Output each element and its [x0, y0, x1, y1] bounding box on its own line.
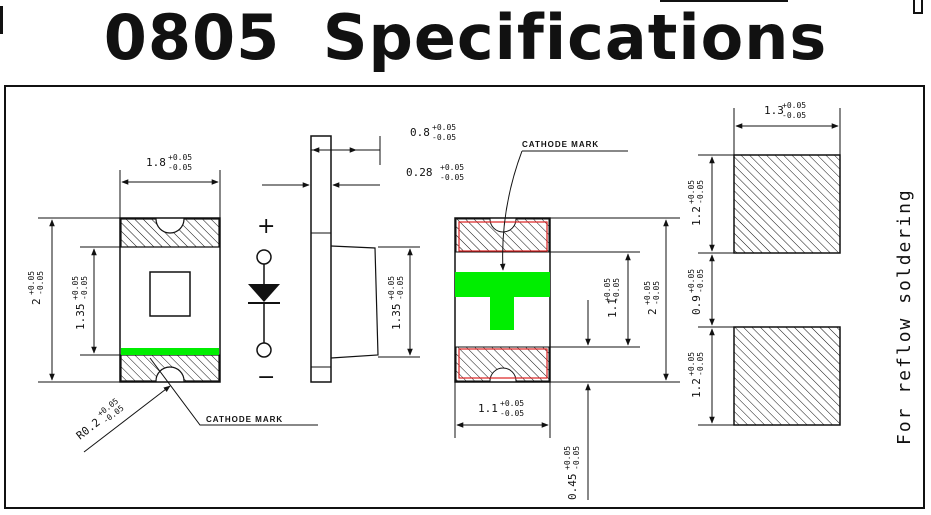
top-width-tol-minus: -0.05	[168, 163, 192, 172]
cathode-mark-bar	[121, 348, 219, 355]
cathode-leader-left	[149, 357, 318, 426]
side-view: 0.8 +0.05 -0.05 0.28 +0.05 -0.05 1.35 +0…	[262, 123, 464, 383]
bottom-length-label: 2	[646, 308, 659, 315]
die-square	[149, 271, 191, 317]
pad-outline-bottom	[458, 348, 548, 379]
pad-top-height-label: 1.2	[690, 206, 703, 226]
page-title: 0805 Specifications	[103, 1, 828, 74]
reflow-note: For reflow soldering	[894, 188, 915, 445]
pad-gap-tol-plus: +0.05	[687, 269, 696, 293]
bottom-inner-tol-minus: -0.05	[612, 278, 621, 302]
bottom-terminal	[120, 354, 220, 382]
side-height-label: 1.35	[390, 304, 403, 331]
side-thickness-tol-minus: -0.05	[432, 133, 456, 142]
bottom-view: CATHODE MARK 2 +0.05 -0.05 1.1 +0.05 -0.…	[454, 140, 680, 501]
edge-mark-left	[0, 6, 3, 34]
bottom-offset-tol-plus: +0.05	[563, 446, 572, 470]
pad-bottom-height-tol-plus: +0.05	[687, 352, 696, 376]
overall-length-tol-plus: +0.05	[27, 271, 36, 295]
top-view: 1.8 +0.05 -0.05 2 +0.05 -0.05 1.35 +0.05…	[27, 153, 318, 453]
side-view-body	[310, 135, 332, 383]
pad-gap-label: 0.9	[690, 295, 703, 315]
cathode-mark-t	[455, 272, 550, 330]
bottom-length-tol-plus: +0.05	[643, 281, 652, 305]
plus-sign: +	[257, 214, 275, 239]
bottom-offset-label: 0.45	[566, 474, 579, 501]
minus-sign: −	[257, 365, 275, 390]
bottom-inner-tol-plus: +0.05	[603, 278, 612, 302]
pad-gap-tol-minus: -0.05	[696, 269, 705, 293]
bottom-offset-tol-minus: -0.05	[572, 446, 581, 470]
side-thickness-label: 0.8	[410, 126, 430, 139]
edge-mark-right	[913, 0, 923, 14]
pad-bottom-height-tol-minus: -0.05	[696, 352, 705, 376]
solder-pad-top	[733, 154, 841, 254]
side-height-tol-plus: +0.05	[387, 276, 396, 300]
pad-top-height-tol-plus: +0.05	[687, 180, 696, 204]
pad-top-height-tol-minus: -0.05	[696, 180, 705, 204]
cathode-leader-right	[499, 150, 523, 271]
bottom-length-tol-minus: -0.05	[652, 281, 661, 305]
diode-triangle	[248, 284, 280, 302]
top-width-tol-plus: +0.05	[168, 153, 192, 162]
edge-line-top	[660, 0, 788, 2]
side-height-tol-minus: -0.05	[396, 276, 405, 300]
drawing-frame	[4, 85, 925, 509]
side-lens	[330, 245, 379, 359]
radius-label: R0.2	[74, 416, 103, 443]
side-lead-tol-plus: +0.05	[440, 163, 464, 172]
side-lead-tol-minus: -0.05	[440, 173, 464, 182]
cathode-terminal	[256, 342, 272, 358]
diode-symbol: + −	[248, 214, 280, 390]
side-thickness-tol-plus: +0.05	[432, 123, 456, 132]
inner-length-tol-plus: +0.05	[71, 276, 80, 300]
overall-length-label: 2	[30, 298, 43, 305]
top-terminal	[120, 218, 220, 248]
bottom-width-tol-plus: +0.05	[500, 399, 524, 408]
bottom-width-label: 1.1	[478, 402, 498, 415]
bottom-inner-label: 1.1	[606, 298, 619, 318]
pad-width-tol-minus: -0.05	[782, 111, 806, 120]
solder-pad-bottom	[733, 326, 841, 426]
inner-length-tol-minus: -0.05	[80, 276, 89, 300]
inner-length-label: 1.35	[74, 304, 87, 331]
bottom-pad-bottom	[455, 346, 550, 382]
pad-width-tol-plus: +0.05	[782, 101, 806, 110]
pad-width-label: 1.3	[764, 104, 784, 117]
bottom-width-tol-minus: -0.05	[500, 409, 524, 418]
anode-terminal	[256, 249, 272, 265]
radius-leader	[83, 385, 171, 453]
pad-bottom-height-label: 1.2	[690, 378, 703, 398]
cathode-mark-label-left: CATHODE MARK	[206, 415, 283, 424]
top-width-label: 1.8	[146, 156, 166, 169]
overall-length-tol-minus: -0.05	[36, 271, 45, 295]
solder-pad-layout: 1.3 +0.05 -0.05 1.2 +0.05 -0.05 0.9 +0.0…	[687, 101, 915, 445]
bottom-pad-top	[455, 218, 550, 253]
cathode-mark-label-right: CATHODE MARK	[522, 140, 599, 149]
side-lead-label: 0.28	[406, 166, 433, 179]
